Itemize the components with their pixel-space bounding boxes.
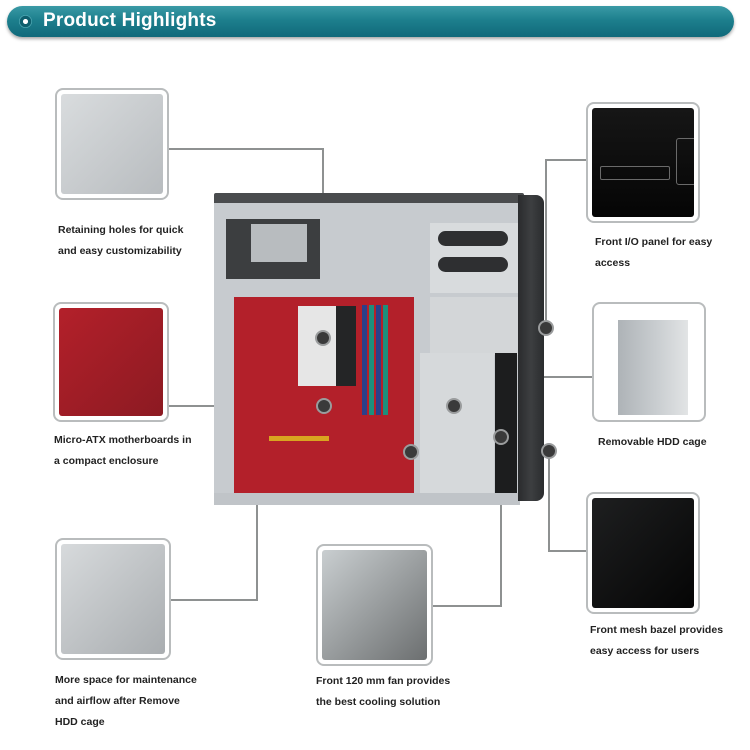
header-banner: Product Highlights: [7, 6, 734, 37]
feature-caption-hdd-cage: Removable HDD cage: [598, 436, 707, 448]
feature-caption-front-fan: Front 120 mm fan provides the best cooli…: [316, 675, 451, 708]
power-supply: [226, 219, 320, 279]
motherboard-photo: [59, 308, 163, 416]
open-pc-case-photo: [212, 193, 544, 505]
front-fan: [495, 353, 517, 493]
ram-slot: [369, 305, 374, 415]
power-button-icon: [676, 138, 694, 185]
feature-thumb-mesh-bezel: [586, 492, 700, 614]
feature-thumb-front-fan: [316, 544, 433, 666]
callout-dot: [316, 398, 332, 414]
hdd-cage-illustration: [618, 320, 688, 415]
case-bottom-rail: [214, 493, 520, 505]
feature-caption-retaining-holes: Retaining holes for quick and easy custo…: [58, 224, 184, 257]
case-interior-holes-photo: [61, 94, 163, 194]
feature-thumb-front-io: [586, 102, 700, 223]
feature-caption-micro-atx: Micro-ATX motherboards in a compact encl…: [54, 434, 192, 467]
feature-thumb-more-space: [55, 538, 171, 660]
feature-caption-mesh-bezel: Front mesh bazel provides easy access fo…: [590, 624, 724, 657]
pci-slot: [269, 436, 329, 441]
callout-dot: [315, 330, 331, 346]
io-ports: [600, 166, 670, 180]
hdd-cage: [420, 353, 494, 493]
removable-hdd-cage-photo: [598, 308, 700, 416]
feature-caption-front-io: Front I/O panel for easy access: [595, 236, 713, 269]
page-title: Product Highlights: [43, 10, 217, 31]
feature-thumb-retaining-holes: [55, 88, 169, 200]
callout-dot: [541, 443, 557, 459]
ram-slot: [376, 305, 381, 415]
front-fan-photo: [322, 550, 427, 660]
callout-dot: [446, 398, 462, 414]
ram-slot: [362, 305, 367, 415]
feature-thumb-hdd-cage: [592, 302, 706, 422]
cpu-cooler: [298, 306, 336, 386]
callout-dot: [493, 429, 509, 445]
cooler-fan: [336, 306, 356, 386]
front-bezel: [518, 195, 544, 501]
case-without-hdd-cage-photo: [61, 544, 165, 654]
case-top-panel: [214, 193, 524, 203]
callout-dot: [538, 320, 554, 336]
bullet-circle-icon: [19, 15, 32, 28]
drive-bays-3-5: [430, 297, 522, 355]
feature-caption-more-space: More space for maintenance and airflow a…: [55, 674, 197, 728]
front-io-panel-photo: [592, 108, 694, 217]
ram-slot: [383, 305, 388, 415]
front-mesh-bezel-photo: [592, 498, 694, 608]
feature-thumb-micro-atx: [53, 302, 169, 422]
callout-dot: [403, 444, 419, 460]
drive-bays-5-25: [430, 223, 522, 293]
